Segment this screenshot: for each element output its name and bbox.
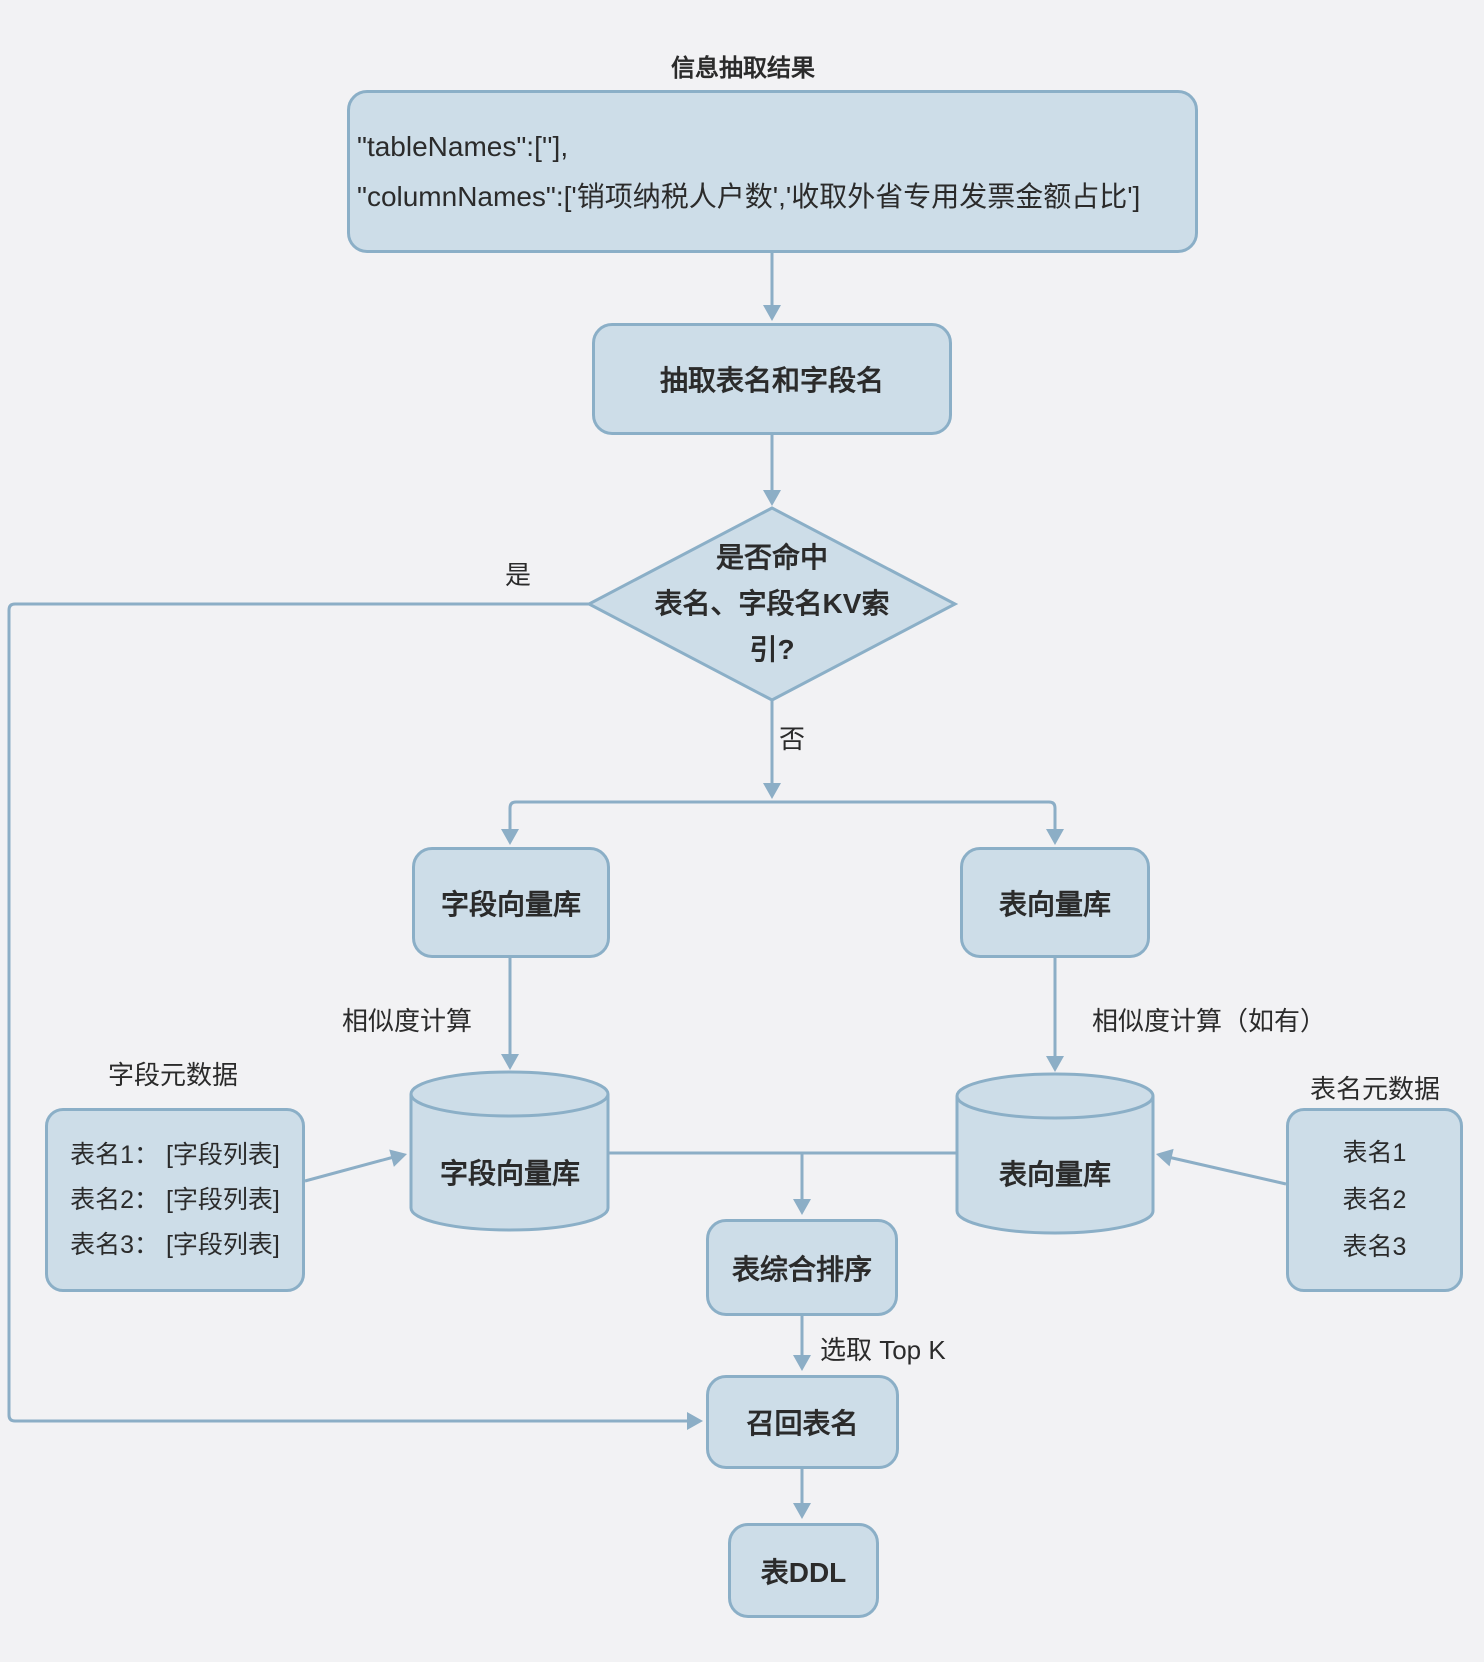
table-metadata-title: 表名元数据 (1309, 1074, 1440, 1104)
field-metadata-node: 表名1： [字段列表] 表名2： [字段列表] 表名3： [字段列表] (45, 1108, 305, 1292)
table-metadata-line: 表名1 (1342, 1138, 1407, 1167)
extract-step-node: 抽取表名和字段名 (592, 323, 952, 435)
table-vector-db-label: 表向量库 (998, 1159, 1111, 1190)
table-ddl-label: 表DDL (760, 1556, 847, 1588)
table-vector-store-node: 表向量库 (960, 847, 1150, 958)
arrowhead-right-2 (389, 1149, 407, 1167)
arrowhead-down-2 (763, 490, 781, 506)
field-vector-db-label: 字段向量库 (439, 1158, 580, 1189)
edge-label-yes: 是 (505, 560, 532, 590)
edge-field-meta-to-db (304, 1155, 395, 1183)
extraction-result-line2: "columnNames":['销项纳税人户数','收取外省专用发票金额占比'] (357, 180, 1141, 212)
table-metadata-node: 表名1 表名2 表名3 (1286, 1108, 1463, 1292)
kv-decision-line3: 引? (749, 634, 795, 665)
table-vector-db-cylinder-top (955, 1072, 1155, 1120)
field-vector-db-cylinder (409, 1094, 610, 1232)
field-vector-store-node: 字段向量库 (412, 847, 610, 958)
arrowhead-down-6 (501, 1054, 519, 1070)
arrowhead-down-4 (501, 829, 519, 845)
table-recall-node: 召回表名 (706, 1375, 899, 1469)
table-ranking-label: 表综合排序 (731, 1253, 872, 1285)
edge-table-meta-to-db (1167, 1155, 1287, 1186)
edge-label-similarity: 相似度计算 (341, 1006, 472, 1036)
table-ranking-node: 表综合排序 (706, 1219, 898, 1316)
table-vector-db-cylinder (955, 1096, 1155, 1235)
table-ddl-node: 表DDL (728, 1523, 879, 1618)
edge-label-no: 否 (779, 724, 806, 754)
kv-decision-line1: 是否命中 (715, 542, 828, 573)
arrowhead-right-1 (687, 1412, 703, 1430)
kv-decision-diamond (585, 506, 959, 702)
table-recall-label: 召回表名 (746, 1408, 859, 1439)
diagram-title: 信息抽取结果 (671, 55, 815, 82)
table-metadata-line: 表名3 (1342, 1232, 1407, 1261)
edge-label-similarity-if-any: 相似度计算（如有） (1092, 1006, 1327, 1036)
kv-decision-line2: 表名、字段名KV索 (654, 588, 890, 619)
edge-decision-yes (7, 602, 689, 1423)
arrowhead-down-1 (763, 305, 781, 321)
arrowhead-left-1 (1156, 1148, 1174, 1167)
field-metadata-line: 表名2： [字段列表] (70, 1185, 280, 1214)
table-metadata-line: 表名2 (1342, 1185, 1407, 1214)
field-metadata-line: 表名1： [字段列表] (70, 1140, 280, 1169)
field-metadata-line: 表名3： [字段列表] (70, 1230, 280, 1259)
kv-decision-text: 是否命中 表名、字段名KV索 引? (622, 535, 922, 673)
edge-branch (508, 800, 1057, 833)
arrowhead-down-8 (793, 1199, 811, 1215)
field-vector-db-cylinder-top (409, 1070, 610, 1118)
arrowhead-down-9 (793, 1355, 811, 1371)
arrowhead-down-7 (1046, 1056, 1064, 1072)
extraction-result-node: "tableNames":[''], "columnNames":['销项纳税人… (347, 90, 1198, 253)
table-vector-store-label: 表向量库 (998, 888, 1111, 920)
arrowhead-down-3 (763, 783, 781, 799)
extraction-result-line1: "tableNames":[''], (357, 130, 569, 162)
arrowhead-down-10 (793, 1503, 811, 1519)
arrowhead-down-5 (1046, 829, 1064, 845)
field-metadata-title: 字段元数据 (107, 1060, 238, 1090)
edge-label-top-k: 选取 Top K (820, 1335, 946, 1365)
field-vector-store-label: 字段向量库 (440, 888, 581, 920)
extract-step-label: 抽取表名和字段名 (659, 365, 884, 396)
